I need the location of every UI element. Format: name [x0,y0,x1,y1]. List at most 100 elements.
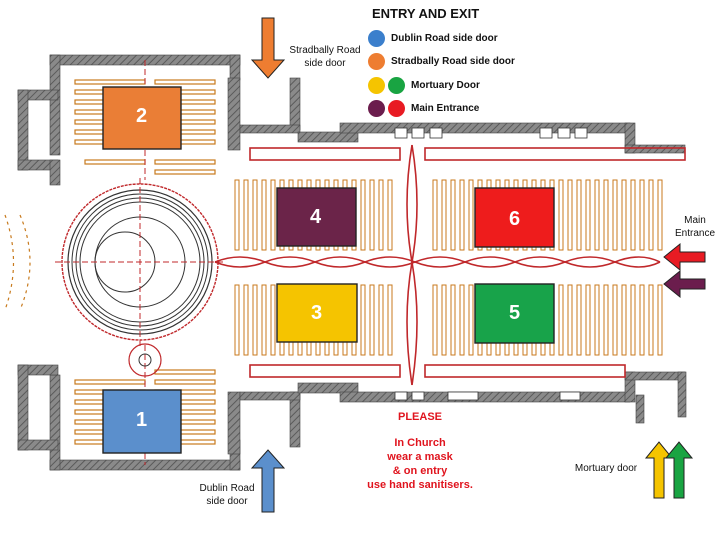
notice-line: In Church [394,437,446,449]
pew [360,284,366,356]
zone-4 [276,187,357,247]
pew [252,179,258,251]
pew [450,179,456,251]
pew [369,179,375,251]
pew [387,284,393,356]
pew [243,284,249,356]
pew [234,179,240,251]
legend-item-dublin: Dublin Road side door [368,28,498,48]
pew [261,179,267,251]
zone-2-number: 2 [136,105,148,127]
pew [630,284,636,356]
notice-line: & on entry [392,465,448,477]
zone-5-number: 5 [509,302,521,324]
pew [594,179,600,251]
pew [270,284,276,356]
notice-line: wear a mask [387,451,453,463]
pew [567,179,573,251]
pew [639,284,645,356]
mortuary-door-label: Mortuary door [574,463,638,474]
pew [657,179,663,251]
stradbally-door-label: Stradbally Road side door [289,45,361,69]
legend-item-mortuary: Mortuary Door [368,75,480,95]
left-arcs [4,214,31,311]
mortuary-yellow-arrow [644,441,674,499]
legend-item-main: Main Entrance [368,98,479,118]
pew [459,179,465,251]
stradbally-arrow [250,17,286,79]
legend-label: Stradbally Road side door [391,55,515,67]
mortuary-green-arrow [664,441,694,499]
legend-swatch [368,76,385,94]
pew [432,284,438,356]
pew [603,179,609,251]
legend-label: Dublin Road side door [391,32,498,44]
pew [378,284,384,356]
pew [387,179,393,251]
zone-6-number: 6 [509,208,521,230]
zone-4-number: 4 [310,206,322,228]
pew [441,179,447,251]
pew [603,284,609,356]
pew [360,179,366,251]
pew [459,284,465,356]
legend-item-stradbally: Stradbally Road side door [368,51,515,71]
pew [468,284,474,356]
pew [612,179,618,251]
pews [74,79,663,445]
zone-1 [102,389,182,454]
pew [450,284,456,356]
pew [558,179,564,251]
pew [441,284,447,356]
legend-label: Main Entrance [411,102,480,114]
sanctuary-circles [55,60,225,465]
pew [468,179,474,251]
legend-swatch [368,52,385,70]
zone-5 [474,283,555,344]
page-title: ENTRY AND EXIT [372,6,480,21]
pew [234,284,240,356]
dublin-arrow [250,449,286,513]
pew [252,284,258,356]
legend-swatch [388,76,405,94]
pew [567,284,573,356]
pew [621,179,627,251]
pew [630,179,636,251]
main-entrance-purple-arrow [663,269,706,299]
aisle-routes [214,144,686,386]
pew [261,284,267,356]
dublin-door-label: Dublin Road side door [199,483,255,507]
pew [648,179,654,251]
pew [648,284,654,356]
zone-2 [102,86,182,150]
pew [243,179,249,251]
legend-swatch [368,29,385,47]
pew [639,179,645,251]
main-entrance-label: Main Entrance [674,215,716,239]
pew [576,179,582,251]
safety-notice: PLEASE In Church wear a mask & on entry … [335,410,505,492]
pew [378,179,384,251]
pew [558,284,564,356]
entry-arrows [250,17,706,513]
zone-1-number: 1 [136,409,148,431]
legend-swatch [388,99,405,117]
pew [594,284,600,356]
zone-3-number: 3 [311,302,323,324]
legend-label: Mortuary Door [411,79,480,91]
pew [369,284,375,356]
notice-please: PLEASE [397,411,442,423]
zone-3 [276,283,358,343]
main-entrance-red-arrow [663,242,706,272]
pew [576,284,582,356]
wall-details [394,127,588,401]
notice-line: use hand sanitisers. [367,479,473,491]
pew [612,284,618,356]
pew [270,179,276,251]
pew [621,284,627,356]
zone-6 [474,187,555,248]
pew [432,179,438,251]
seating-zones [102,86,555,454]
pew [585,179,591,251]
